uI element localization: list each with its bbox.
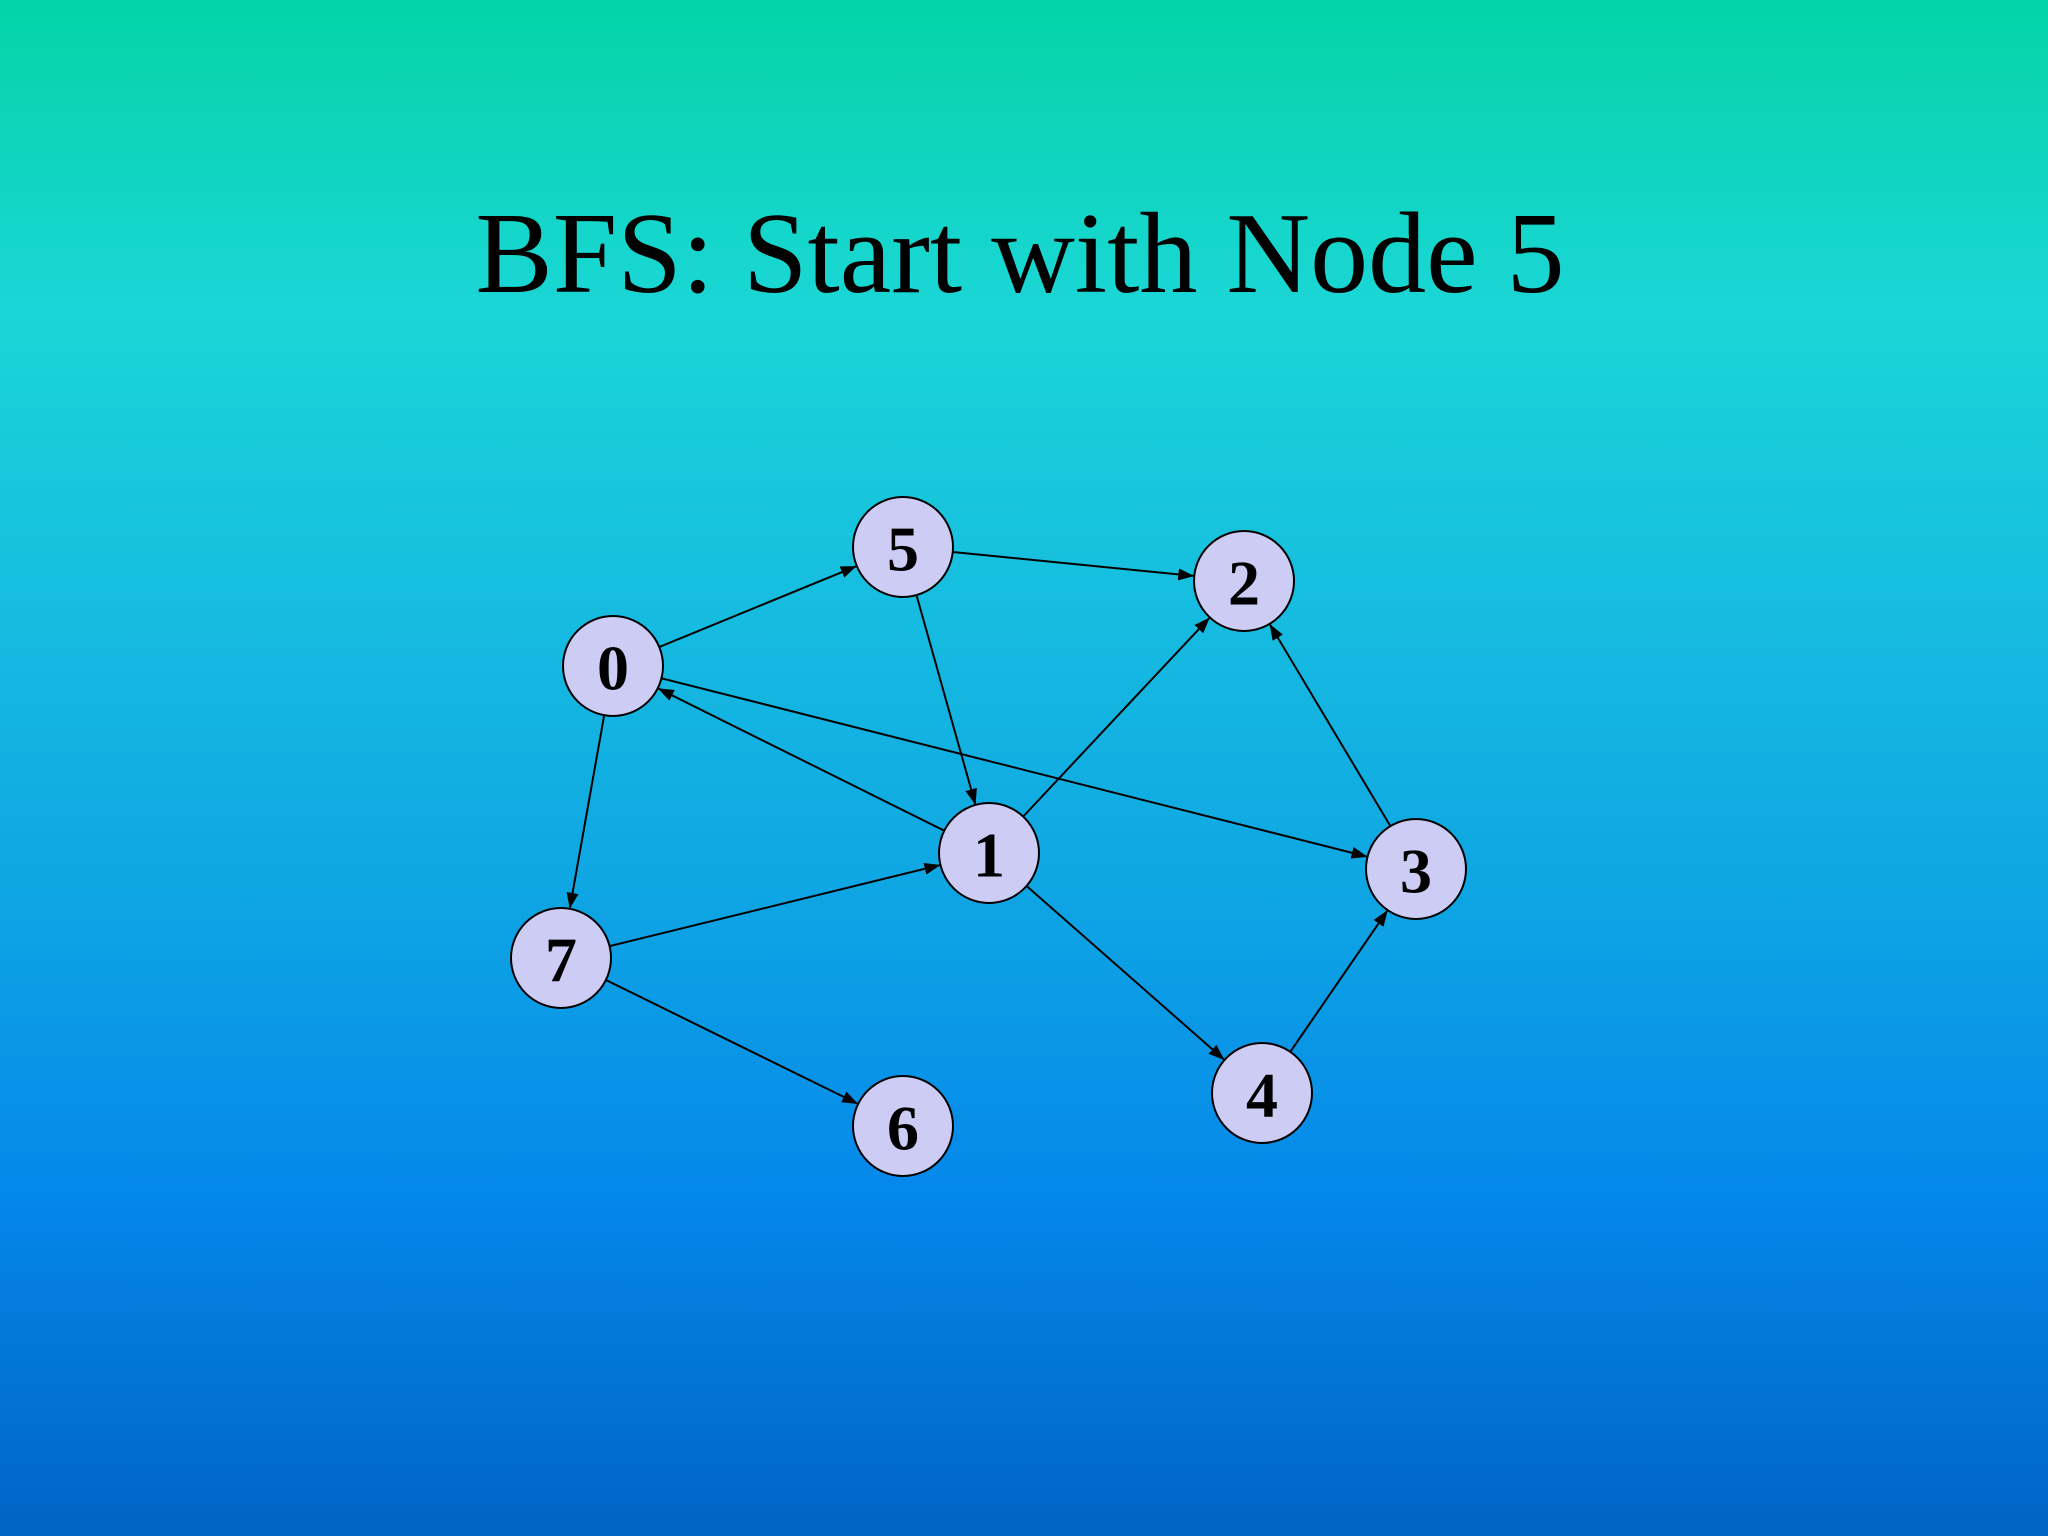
nodes-layer: 0 1 2 3 4 5 6 7 xyxy=(510,496,1467,1177)
edge-7-to-6 xyxy=(605,979,859,1105)
node-label: 4 xyxy=(1246,1060,1278,1131)
node-1: 1 xyxy=(938,802,1040,904)
node-label: 3 xyxy=(1400,836,1432,907)
node-circle xyxy=(938,802,1040,904)
node-label: 7 xyxy=(545,925,577,996)
node-circle xyxy=(1193,530,1295,632)
node-label: 6 xyxy=(887,1093,919,1164)
node-3: 3 xyxy=(1365,818,1467,920)
node-label: 1 xyxy=(973,820,1005,891)
node-4: 4 xyxy=(1211,1042,1313,1144)
edge-5-to-1 xyxy=(915,594,977,805)
node-circle xyxy=(1365,818,1467,920)
node-7: 7 xyxy=(510,907,612,1009)
node-circle xyxy=(562,615,664,717)
edge-4-to-3 xyxy=(1289,910,1388,1053)
edge-3-to-2 xyxy=(1269,623,1392,827)
edge-0-to-3 xyxy=(661,677,1368,859)
node-5: 5 xyxy=(852,496,954,598)
edge-5-to-2 xyxy=(952,551,1195,581)
edges-layer xyxy=(566,551,1392,1105)
node-circle xyxy=(852,496,954,598)
node-circle xyxy=(852,1075,954,1177)
node-0: 0 xyxy=(562,615,664,717)
edge-1-to-2 xyxy=(1022,617,1210,818)
edge-0-to-7 xyxy=(566,715,606,909)
node-label: 2 xyxy=(1228,548,1260,619)
node-circle xyxy=(1211,1042,1313,1144)
edge-0-to-5 xyxy=(658,565,857,648)
edge-1-to-0 xyxy=(657,687,945,832)
edge-1-to-4 xyxy=(1025,885,1225,1061)
node-6: 6 xyxy=(852,1075,954,1177)
node-label: 5 xyxy=(887,514,919,585)
node-2: 2 xyxy=(1193,530,1295,632)
node-label: 0 xyxy=(597,633,629,704)
node-circle xyxy=(510,907,612,1009)
slide-title: BFS: Start with Node 5 xyxy=(475,190,1565,318)
edge-7-to-1 xyxy=(609,862,941,948)
